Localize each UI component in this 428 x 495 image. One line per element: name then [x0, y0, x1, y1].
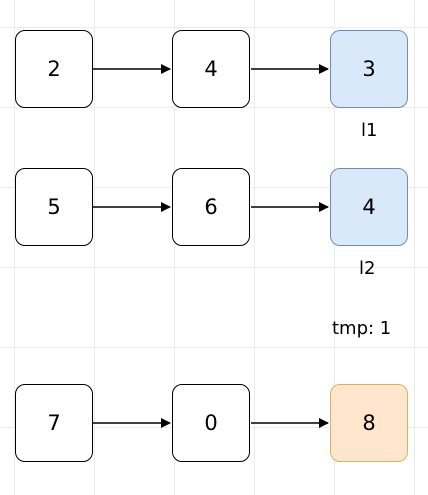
result-node-current[interactable]: 8 [330, 384, 408, 462]
list-node-current[interactable]: 3 [330, 30, 408, 108]
result-node[interactable]: 0 [172, 384, 250, 462]
list-node[interactable]: 2 [15, 30, 93, 108]
carry-label: tmp: 1 [332, 318, 392, 339]
list-node[interactable]: 4 [172, 30, 250, 108]
list-node[interactable]: 5 [15, 168, 93, 246]
result-node[interactable]: 7 [15, 384, 93, 462]
list-node[interactable]: 6 [172, 168, 250, 246]
pointer-label: l1 [361, 120, 378, 141]
pointer-label: l2 [359, 258, 376, 279]
list-node-current[interactable]: 4 [330, 168, 408, 246]
